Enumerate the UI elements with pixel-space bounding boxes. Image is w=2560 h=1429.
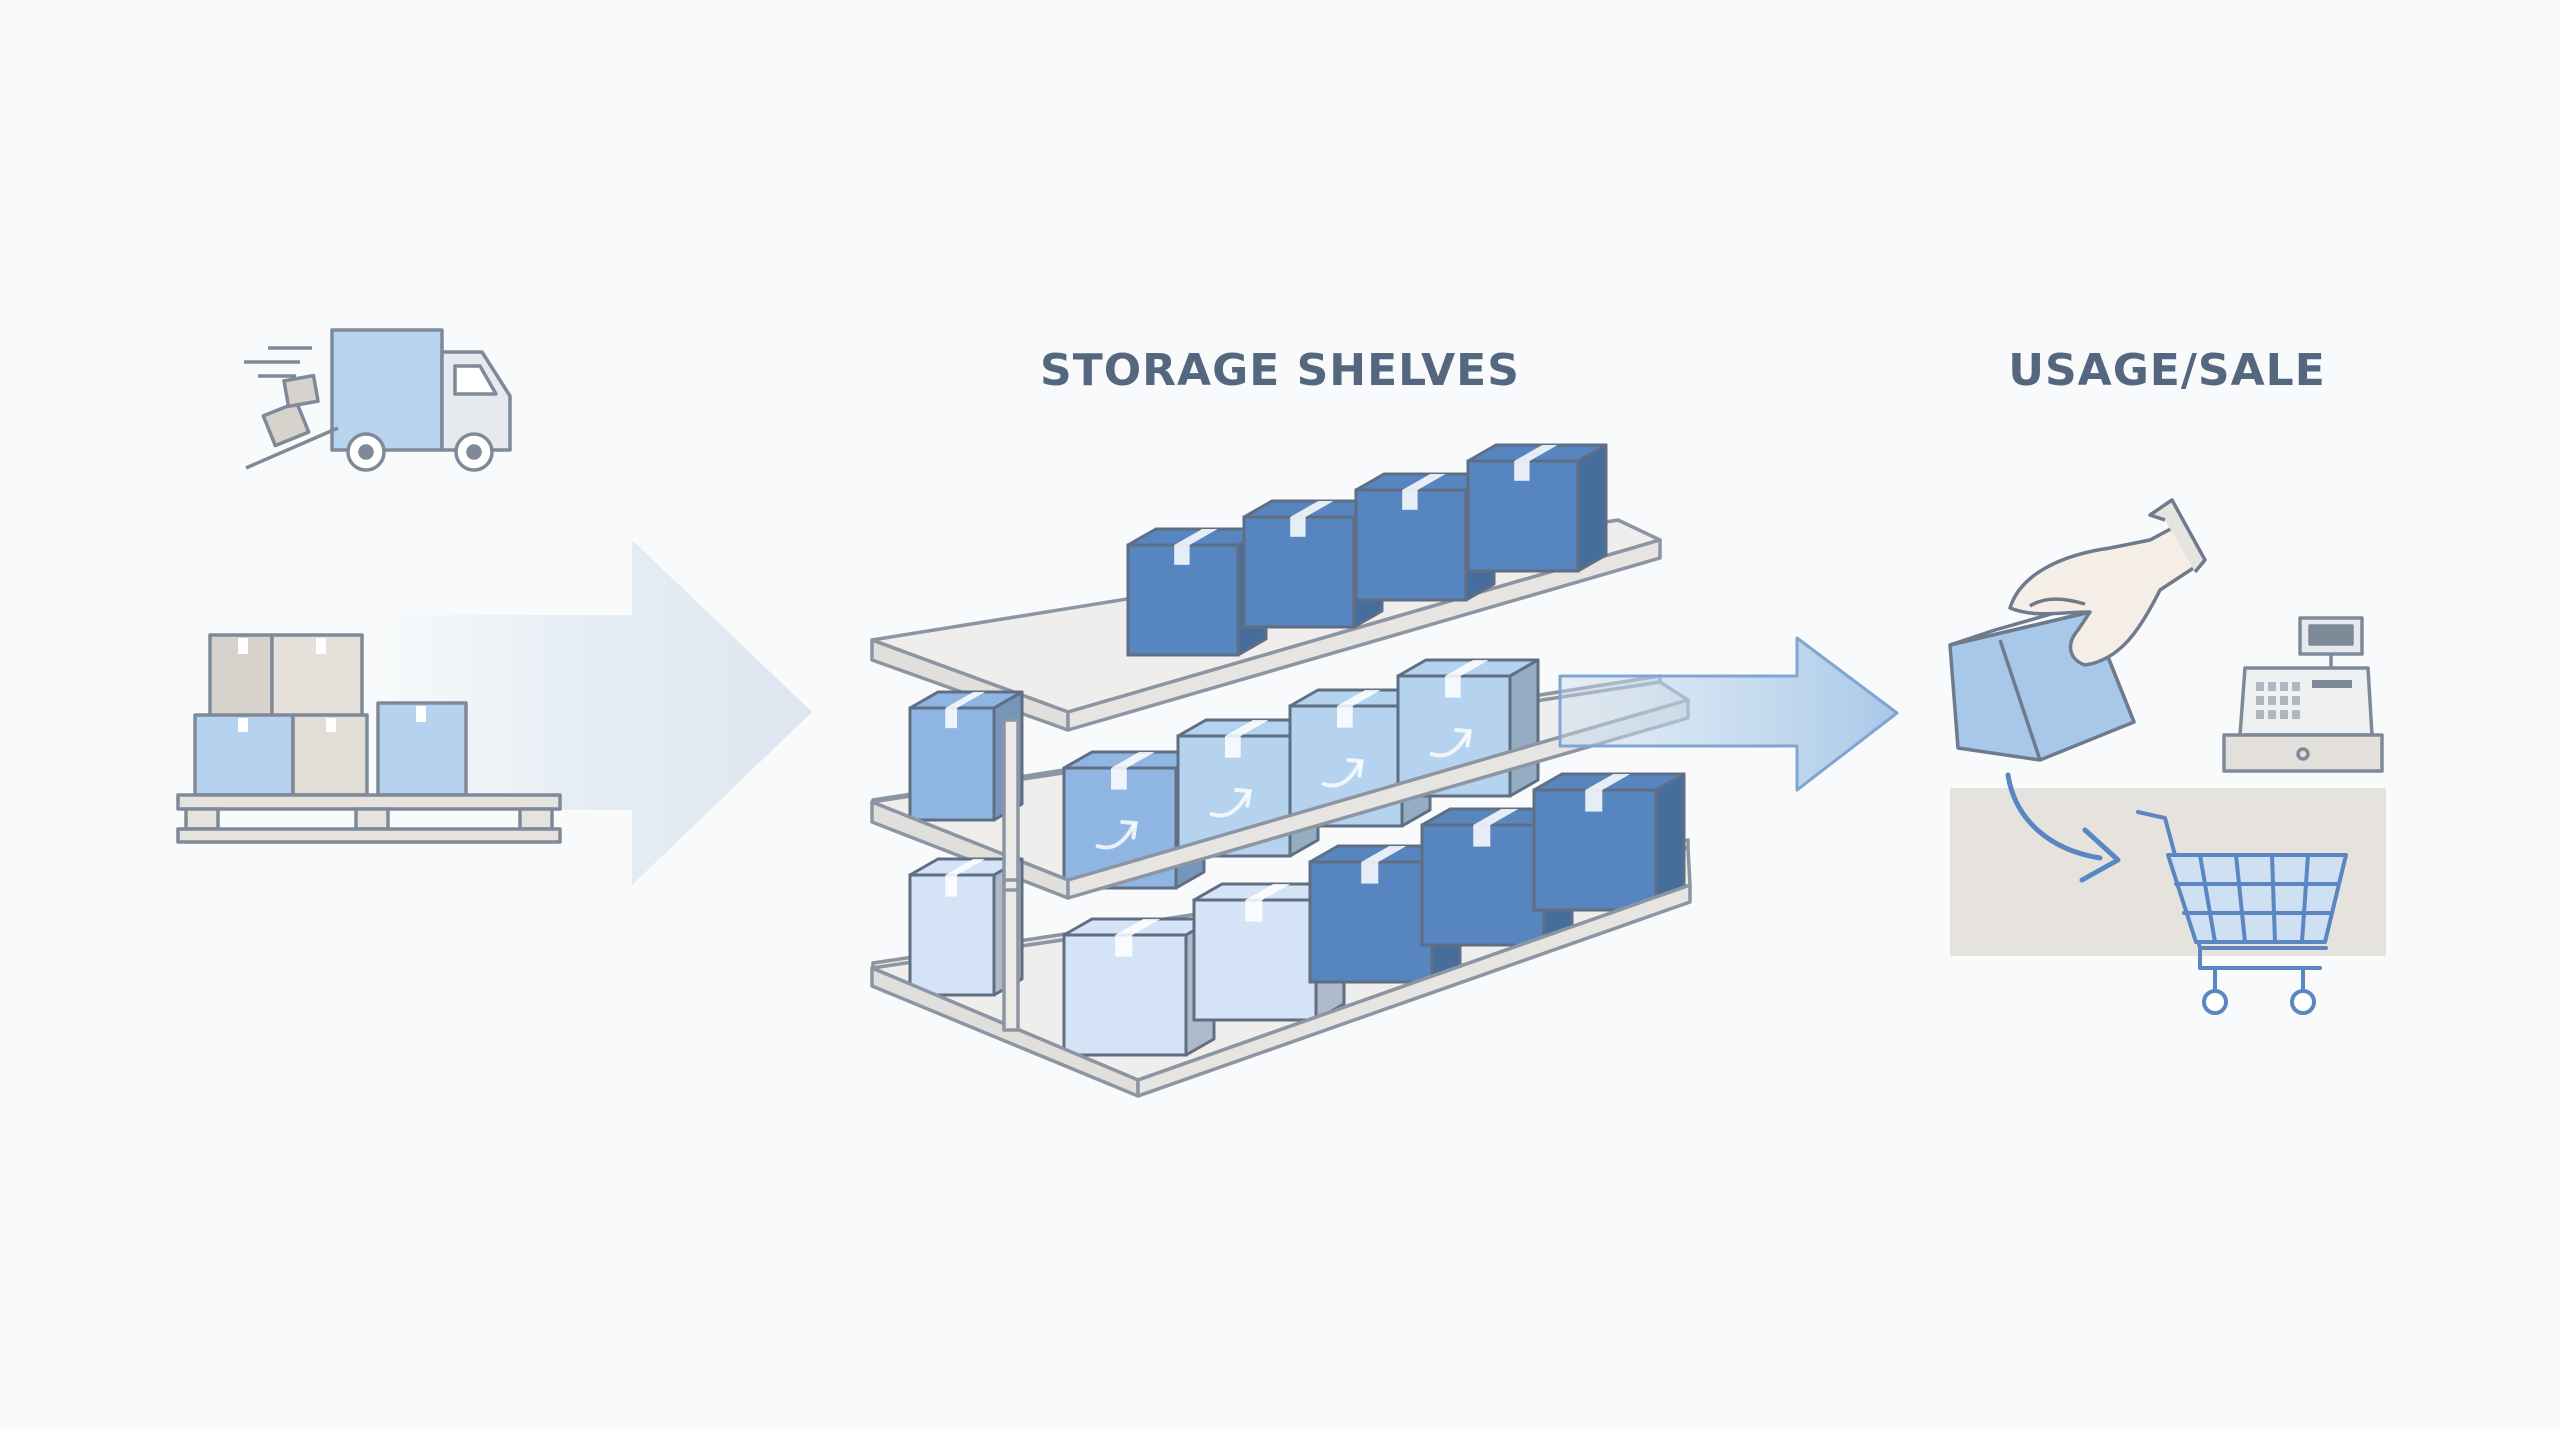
hand-holding-box-icon bbox=[1948, 498, 2207, 762]
bottom-shelf-box bbox=[1062, 917, 1216, 1057]
pallet-boxes-icon bbox=[176, 633, 562, 844]
shelf-boxes bbox=[870, 443, 1692, 1098]
shopping-cart-icon bbox=[2136, 810, 2348, 1015]
bottom-shelf-box bbox=[1532, 772, 1686, 912]
storage-shelves-label: STORAGE SHELVES bbox=[1040, 345, 1520, 396]
delivery-truck-icon bbox=[244, 328, 512, 472]
storage-shelves-icon bbox=[870, 443, 1692, 1098]
register-keypad bbox=[2256, 682, 2300, 719]
top-shelf-box bbox=[1466, 443, 1608, 573]
usage-sale-label: USAGE/SALE bbox=[2008, 345, 2326, 396]
outbound-arrow-icon bbox=[1558, 636, 1899, 792]
cash-register-icon bbox=[2222, 616, 2384, 773]
curved-arrow-icon bbox=[2005, 772, 2121, 883]
